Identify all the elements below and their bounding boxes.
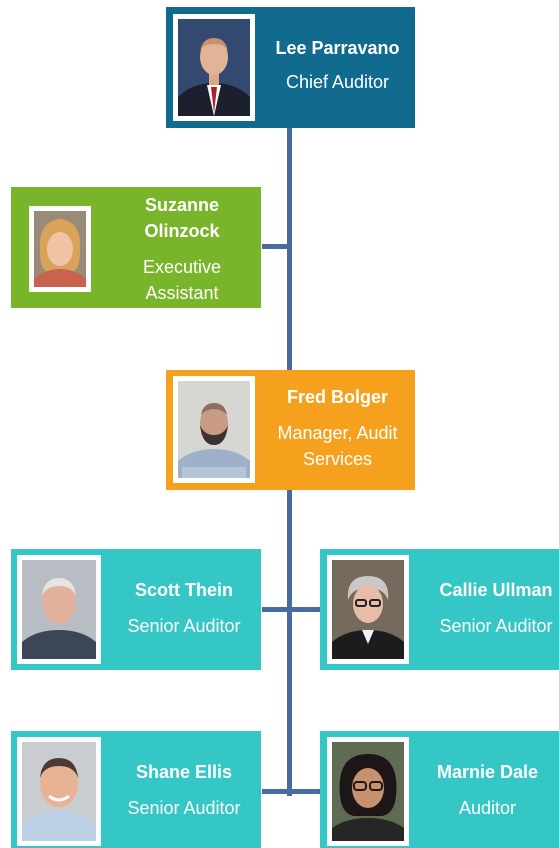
connector-senior-row	[262, 607, 320, 612]
person-portrait-icon	[22, 560, 96, 659]
executive-assistant-photo	[29, 206, 91, 292]
chief-auditor-card: Lee Parravano Chief Auditor	[166, 7, 415, 128]
senior-auditor-name-shane: Shane Ellis	[135, 762, 233, 782]
senior-auditor-name-callie: Callie Ullman	[439, 580, 553, 600]
chief-auditor-name: Lee Parravano	[275, 38, 400, 58]
auditor-title-marnie: Auditor	[458, 798, 517, 818]
connector-trunk-bottom	[287, 490, 292, 796]
manager-name: Fred Bolger	[286, 387, 388, 407]
connector-assistant-branch	[262, 244, 292, 249]
person-portrait-icon	[22, 742, 96, 841]
senior-auditor-photo-scott	[17, 555, 101, 664]
executive-assistant-name-line2: Olinzock	[144, 221, 220, 241]
senior-auditor-title-shane: Senior Auditor	[127, 798, 241, 818]
connector-trunk-top	[287, 128, 292, 370]
executive-assistant-title-line1: Executive	[142, 257, 222, 277]
person-portrait-icon	[332, 560, 404, 659]
connector-bottom-row	[262, 789, 320, 794]
executive-assistant-name-line1: Suzanne	[144, 195, 219, 215]
senior-auditor-photo-callie	[327, 555, 409, 664]
manager-title-line1: Manager, Audit	[277, 423, 398, 443]
person-portrait-icon	[178, 19, 250, 116]
executive-assistant-title-line2: Assistant	[145, 283, 219, 303]
manager-photo	[173, 376, 255, 483]
chief-auditor-photo	[173, 14, 255, 121]
executive-assistant-card: Suzanne Olinzock Executive Assistant	[11, 187, 261, 308]
senior-auditor-card-scott: Scott Thein Senior Auditor	[11, 549, 261, 670]
senior-auditor-name-scott: Scott Thein	[135, 580, 233, 600]
manager-title-line2: Services	[302, 449, 373, 469]
manager-card: Fred Bolger Manager, Audit Services	[166, 370, 415, 490]
auditor-photo-marnie	[327, 737, 409, 846]
senior-auditor-title-scott: Senior Auditor	[127, 616, 241, 636]
person-portrait-icon	[178, 381, 250, 478]
senior-auditor-card-callie: Callie Ullman Senior Auditor	[320, 549, 559, 670]
auditor-card-marnie: Marnie Dale Auditor	[320, 731, 559, 848]
person-portrait-icon	[34, 211, 86, 287]
senior-auditor-title-callie: Senior Auditor	[439, 616, 553, 636]
senior-auditor-photo-shane	[17, 737, 101, 846]
person-portrait-icon	[332, 742, 404, 841]
chief-auditor-title: Chief Auditor	[285, 72, 390, 92]
auditor-name-marnie: Marnie Dale	[436, 762, 539, 782]
senior-auditor-card-shane: Shane Ellis Senior Auditor	[11, 731, 261, 848]
